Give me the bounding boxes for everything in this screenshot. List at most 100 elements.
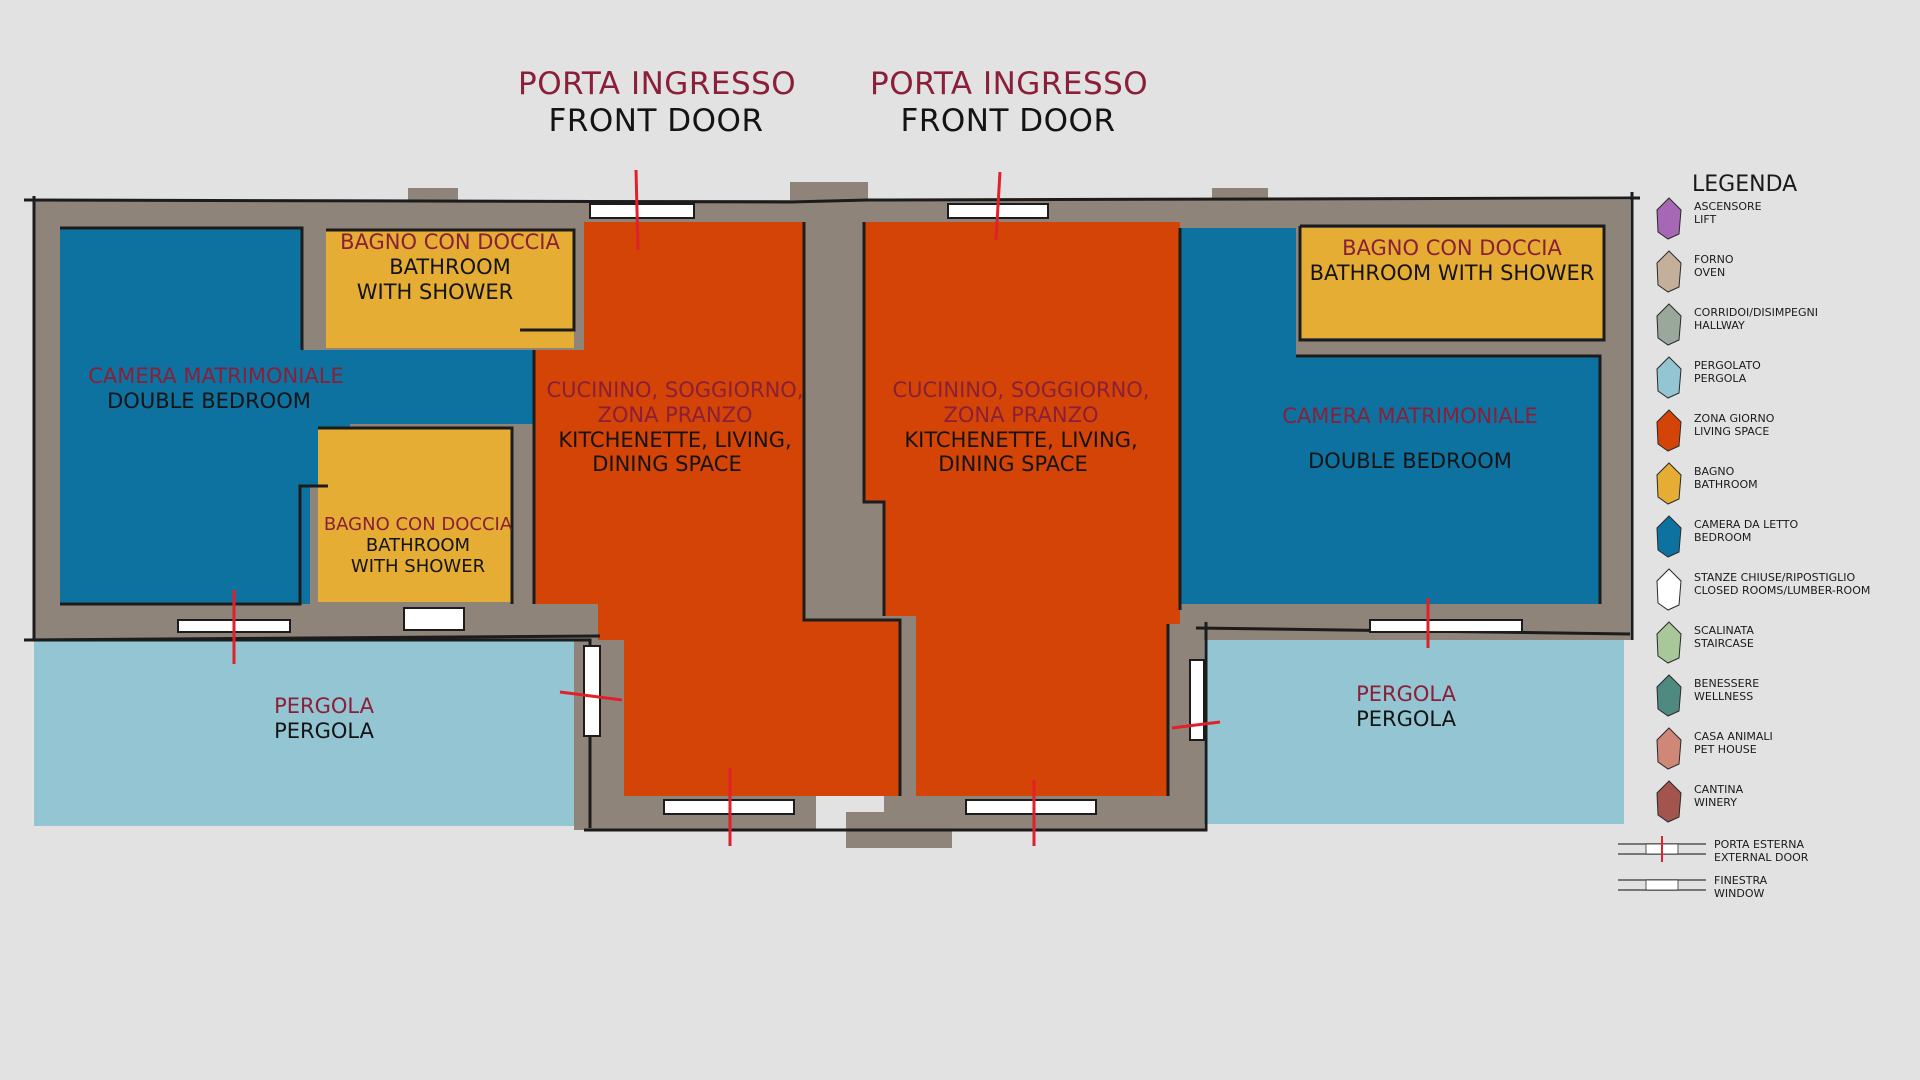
right-chimney xyxy=(1212,188,1268,204)
left-bedroom-en: DOUBLE BEDROOM xyxy=(107,388,311,413)
legend-item-en: LIFT xyxy=(1694,213,1717,226)
window-symbol-icon xyxy=(1618,879,1706,891)
window-left-side xyxy=(583,645,601,737)
window-right-living-bottom xyxy=(965,799,1097,815)
legend-item-it: FORNO xyxy=(1694,253,1734,266)
right-living-it1: CUCININO, SOGGIORNO, xyxy=(892,378,1150,402)
left-bathroom-bottom-en2: WITH SHOWER xyxy=(350,556,486,578)
right-bathroom-area xyxy=(1300,228,1604,338)
legend-item-it: CORRIDOI/DISIMPEGNI xyxy=(1694,306,1818,319)
left-bedroom-area xyxy=(60,228,534,604)
left-bathroom-top-it: BAGNO CON DOCCIA xyxy=(340,230,560,254)
left-pergola-label: PERGOLA PERGOLA xyxy=(254,694,394,744)
right-bathroom-it: BAGNO CON DOCCIA xyxy=(1342,236,1562,260)
right-bedroom-area xyxy=(1180,228,1600,604)
legend-item-en: BATHROOM xyxy=(1694,478,1758,491)
legend-symbol-en: EXTERNAL DOOR xyxy=(1714,851,1809,864)
legend-symbol-it: FINESTRA xyxy=(1714,874,1768,887)
legend-swatch-icon xyxy=(1656,568,1682,611)
legend-item-it: ZONA GIORNO xyxy=(1694,412,1775,425)
entrance-label-right: PORTA INGRESSO FRONT DOOR xyxy=(870,66,1149,139)
left-bathroom-top-area xyxy=(326,230,574,348)
legend-item-it: SCALINATA xyxy=(1694,624,1754,637)
left-bedroom-it: CAMERA MATRIMONIALE xyxy=(88,364,344,388)
wall-outlines xyxy=(23,192,1641,832)
left-pergola-area xyxy=(34,638,590,826)
left-living-it1: CUCININO, SOGGIORNO, xyxy=(546,378,804,402)
left-bathroom-bottom-area xyxy=(318,428,512,602)
legend-item-en: WINERY xyxy=(1694,796,1737,809)
left-bathroom-top-label: BAGNO CON DOCCIA BATHROOM WITH SHOWER xyxy=(322,230,578,304)
right-bathroom-en: BATHROOM WITH SHOWER xyxy=(1309,260,1595,285)
right-living-label: CUCININO, SOGGIORNO, ZONA PRANZO KITCHEN… xyxy=(886,378,1156,477)
right-pergola-area xyxy=(1196,628,1624,824)
window-right-bedroom xyxy=(1369,619,1523,633)
right-bedroom-en: DOUBLE BEDROOM xyxy=(1308,448,1512,473)
legend-item-it: CANTINA xyxy=(1694,783,1744,796)
left-bathroom-bottom-it: BAGNO CON DOCCIA xyxy=(323,514,513,535)
right-bedroom-label: CAMERA MATRIMONIALE DOUBLE BEDROOM xyxy=(1260,404,1560,474)
left-living-en1: KITCHENETTE, LIVING, xyxy=(558,427,792,452)
right-living-en1: KITCHENETTE, LIVING, xyxy=(904,427,1138,452)
legend-item-it: STANZE CHIUSE/RIPOSTIGLIO xyxy=(1694,571,1856,584)
legend-item-en: WELLNESS xyxy=(1694,690,1754,703)
door-left-side xyxy=(559,690,623,702)
legend-item-en: LIVING SPACE xyxy=(1694,425,1770,438)
entrance-right-en: FRONT DOOR xyxy=(900,102,1116,139)
legend-swatch-icon xyxy=(1656,780,1682,823)
left-bathroom-top-en1: BATHROOM xyxy=(389,254,511,279)
entrance-label-left: PORTA INGRESSO FRONT DOOR xyxy=(518,66,797,139)
legend-item-it: CASA ANIMALI xyxy=(1694,730,1773,743)
legend-swatch-icon xyxy=(1656,250,1682,293)
door-right-front xyxy=(994,171,1002,241)
legend-swatch-icon xyxy=(1656,727,1682,770)
legend-item-it: BAGNO xyxy=(1694,465,1735,478)
window-left-bathroom xyxy=(403,607,465,631)
left-bathroom-bottom-label: BAGNO CON DOCCIA BATHROOM WITH SHOWER xyxy=(318,514,518,578)
left-living-label: CUCININO, SOGGIORNO, ZONA PRANZO KITCHEN… xyxy=(540,378,810,477)
legend-item-it: CAMERA DA LETTO xyxy=(1694,518,1799,531)
legend-item-en: OVEN xyxy=(1694,266,1726,279)
right-living-en2: DINING SPACE xyxy=(938,452,1088,477)
right-pergola-label: PERGOLA PERGOLA xyxy=(1336,682,1476,732)
left-bedroom-label: CAMERA MATRIMONIALE DOUBLE BEDROOM xyxy=(78,364,354,414)
legend-swatch-icon xyxy=(1656,303,1682,346)
legend-swatch-icon xyxy=(1656,515,1682,558)
right-living-it2: ZONA PRANZO xyxy=(943,402,1099,427)
legend-swatch-icon xyxy=(1656,462,1682,505)
entrance-right-it: PORTA INGRESSO xyxy=(870,66,1149,102)
legend-swatch-icon xyxy=(1656,621,1682,664)
legend-title: LEGENDA xyxy=(1692,172,1798,197)
window-right-side xyxy=(1189,659,1205,741)
legend-item-en: PERGOLA xyxy=(1694,372,1747,385)
door-left-front xyxy=(634,169,640,251)
left-living-it2: ZONA PRANZO xyxy=(597,402,753,427)
legend-swatch-icon xyxy=(1656,409,1682,452)
left-pergola-it: PERGOLA xyxy=(274,694,374,718)
legend-symbol-en: WINDOW xyxy=(1714,887,1765,900)
right-pergola-it: PERGOLA xyxy=(1356,682,1456,706)
right-pergola-en: PERGOLA xyxy=(1356,706,1456,731)
legend-symbol-it: PORTA ESTERNA xyxy=(1714,838,1805,851)
left-bathroom-top-en2: WITH SHOWER xyxy=(356,279,514,304)
entrance-left-it: PORTA INGRESSO xyxy=(518,66,797,102)
